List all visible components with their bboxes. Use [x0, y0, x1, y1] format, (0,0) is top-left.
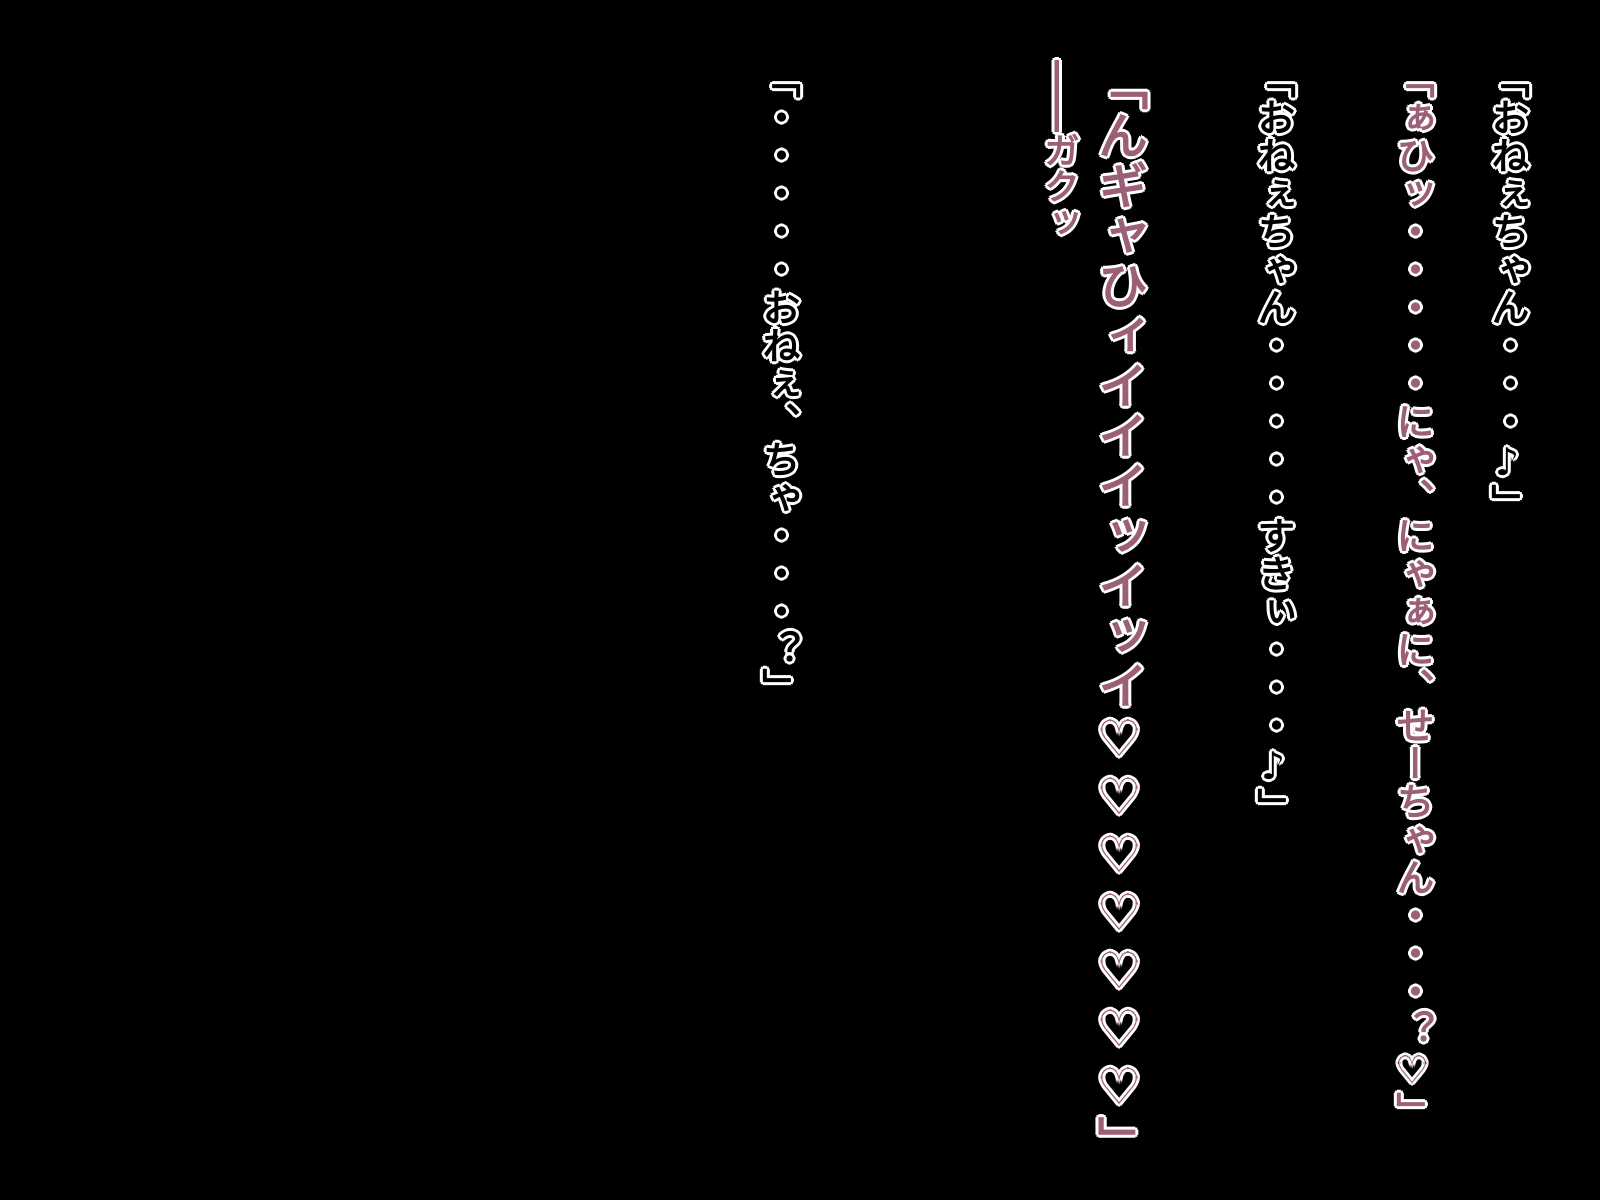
dialogue-line-6: 「・・・・・おねぇ、ちゃ・・・？」: [756, 60, 800, 706]
dialogue-line-4: 「んギャひィイイイッイッイ♡♡♡♡♡♡♡」: [1090, 60, 1148, 1166]
dialogue-line-1: 「おねぇちゃん・・・♪」: [1485, 60, 1529, 522]
dialogue-line-2: 「ぁひッ・・・・・にゃ、にゃぁに、せーちゃん・・・？♡」: [1390, 60, 1434, 1130]
sound-effect-line: ――ガクッ: [1038, 60, 1079, 240]
dialogue-line-3: 「おねぇちゃん・・・・・すきぃ・・・♪」: [1251, 60, 1295, 826]
